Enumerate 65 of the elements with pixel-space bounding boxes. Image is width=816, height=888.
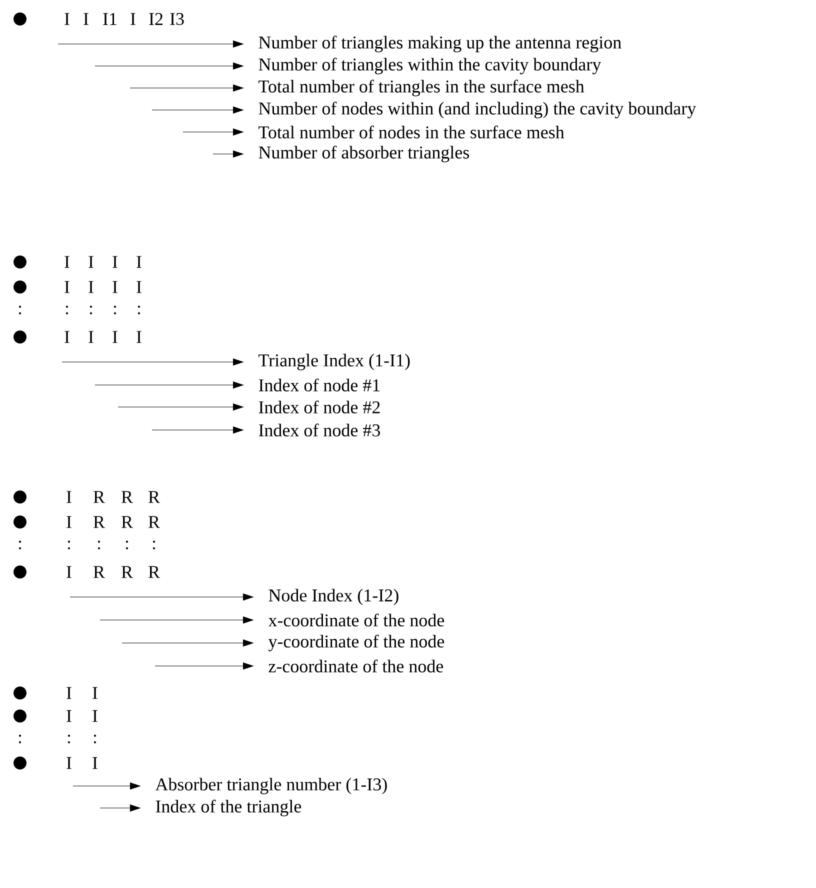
continuation-dots: : (66, 306, 68, 314)
format-code: I (92, 757, 98, 769)
field-description: Index of node #2 (258, 400, 380, 414)
format-code: I (64, 13, 70, 25)
field-description: Index of node #3 (258, 424, 380, 436)
format-code: R (148, 516, 160, 528)
format-code: R (148, 566, 160, 578)
format-code: I (136, 281, 142, 293)
format-code: I (66, 710, 72, 722)
format-code: I (92, 687, 98, 699)
continuation-dots: : (98, 540, 100, 550)
format-code: R (148, 491, 160, 503)
field-description: Total number of nodes in the surface mesh (258, 126, 564, 138)
continuation-dots: : (18, 306, 22, 314)
format-code: R (122, 491, 133, 503)
format-code: R (94, 566, 105, 578)
field-description: z-coordinate of the node (268, 660, 444, 672)
continuation-dots: : (126, 540, 128, 550)
format-code: R (94, 516, 105, 528)
field-description: Triangle Index (1-I1) (258, 354, 410, 370)
format-code: I2 (149, 13, 163, 25)
field-description: Index of node #1 (258, 378, 380, 392)
continuation-dots: : (68, 540, 70, 550)
format-code: R (122, 566, 133, 578)
format-code: I (66, 516, 72, 528)
format-code: I (66, 491, 72, 503)
format-code: I (88, 281, 94, 293)
continuation-dots: : (18, 734, 22, 744)
field-description: Node Index (1-I2) (268, 588, 398, 606)
format-code: I (66, 566, 72, 578)
format-code: I (66, 757, 72, 769)
format-code: R (94, 491, 105, 503)
format-code: R (122, 516, 133, 528)
format-code: I (112, 256, 118, 268)
format-code: I (130, 13, 136, 25)
format-code: I (66, 687, 72, 699)
format-code: I (92, 710, 98, 722)
continuation-dots: : (68, 734, 70, 744)
continuation-dots: : (94, 734, 96, 744)
format-code: I (136, 256, 142, 268)
field-description: Total number of triangles in the surface mesh (258, 80, 584, 96)
field-description: Number of absorber triangles (258, 146, 469, 162)
field-description: Number of nodes within (and including) the cavity boundary (258, 102, 696, 118)
continuation-dots: : (114, 306, 116, 314)
format-code: I (64, 331, 70, 343)
field-description: x-coordinate of the node (268, 614, 444, 626)
format-code: I1 (103, 13, 116, 25)
format-code: I3 (170, 12, 184, 26)
format-code: I (136, 331, 142, 343)
format-code: I (112, 281, 118, 293)
format-code: I (64, 281, 70, 293)
field-description: Absorber triangle number (1-I3) (155, 778, 387, 794)
continuation-dots: : (138, 306, 140, 314)
format-code: I (64, 256, 70, 268)
field-description: y-coordinate of the node (268, 634, 444, 652)
field-description: Index of the triangle (156, 800, 302, 816)
format-code: I (88, 256, 94, 268)
field-description: Number of triangles within the cavity boundary (258, 58, 602, 74)
format-code: I (112, 331, 118, 343)
continuation-dots: : (152, 540, 156, 550)
continuation-dots: : (18, 540, 22, 550)
continuation-dots: : (90, 306, 92, 314)
format-code: I (88, 331, 94, 343)
format-code: I (84, 13, 88, 25)
field-description: Number of triangles making up the antenna region (258, 36, 622, 52)
